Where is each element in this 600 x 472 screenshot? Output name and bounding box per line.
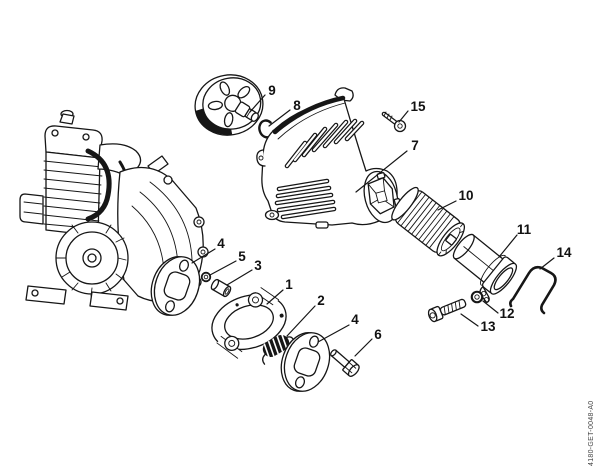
- callout-label-5: 5: [238, 249, 246, 264]
- callout-12: 12: [482, 300, 515, 321]
- part-fan-housing: [256, 87, 402, 229]
- callout-label-9: 9: [268, 83, 276, 98]
- callout-label-1: 1: [285, 277, 293, 292]
- part-clutch-shoes: [211, 284, 287, 360]
- callout-label-11: 11: [517, 222, 532, 237]
- callout-10: 10: [437, 188, 474, 211]
- vent-slots: [284, 118, 365, 169]
- callout-11: 11: [498, 222, 532, 258]
- callout-label-4-rear: 4: [351, 312, 359, 327]
- callout-label-6: 6: [374, 327, 382, 342]
- callout-15: 15: [398, 99, 426, 123]
- callout-5: 5: [209, 249, 246, 276]
- part-hex-screw: [330, 349, 360, 377]
- callout-6: 6: [354, 327, 382, 357]
- callout-9: 9: [249, 83, 276, 113]
- part-coupling-rotor: [391, 186, 466, 257]
- callout-3: 3: [226, 258, 262, 286]
- callout-label-14: 14: [556, 245, 572, 260]
- callout-label-12: 12: [499, 306, 514, 321]
- callout-label-4-front: 4: [217, 236, 225, 251]
- callout-14: 14: [539, 245, 572, 270]
- part-clutch-drum: [194, 74, 264, 136]
- drawing-id-code: 4180-GET-0048-A0: [588, 400, 595, 466]
- part-sleeve-spacer: [210, 278, 232, 298]
- part-spring-clip: [509, 265, 557, 315]
- callout-label-7: 7: [411, 138, 419, 153]
- callouts: 9 8 15 7 10 11 14 12: [191, 83, 572, 357]
- callout-13: 13: [460, 313, 496, 334]
- part-housing-screw: [381, 111, 407, 133]
- callout-4-front: 4: [191, 236, 225, 264]
- callout-2: 2: [286, 293, 325, 337]
- callout-4-rear: 4: [317, 312, 359, 343]
- callout-label-15: 15: [410, 99, 426, 114]
- part-pan-head-screw: [427, 298, 467, 323]
- callout-7: 7: [355, 138, 419, 193]
- callout-8: 8: [268, 98, 301, 127]
- part-washer-small: [470, 290, 484, 304]
- callout-1: 1: [266, 277, 293, 305]
- callout-label-8: 8: [293, 98, 301, 113]
- callout-label-3: 3: [254, 258, 262, 273]
- callout-label-2: 2: [317, 293, 325, 308]
- callout-label-13: 13: [480, 319, 496, 334]
- callout-label-10: 10: [458, 188, 473, 203]
- part-clamp-sleeve: [452, 233, 518, 304]
- part-washer: [200, 271, 212, 283]
- grille-slats: [274, 178, 337, 220]
